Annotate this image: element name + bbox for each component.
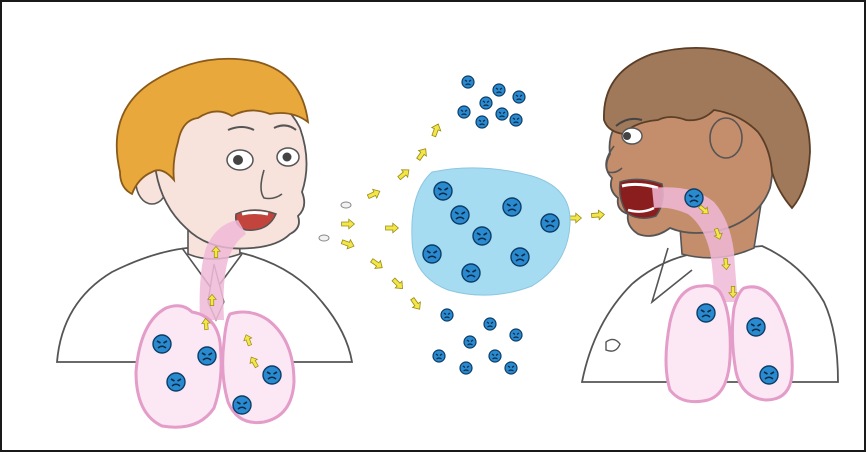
arrow-icon — [414, 146, 429, 162]
left-lung-l — [136, 306, 221, 427]
germ-icon — [505, 362, 517, 374]
germ-icon — [484, 318, 496, 330]
germ-icon — [541, 214, 559, 232]
germ-icon — [423, 245, 441, 263]
germ-icon — [263, 366, 281, 384]
arrow-icon — [396, 166, 412, 182]
germ-icon — [489, 350, 501, 362]
germ-icon — [198, 347, 216, 365]
germ-icon — [473, 227, 491, 245]
droplet-icon — [319, 235, 329, 241]
arrow-icon — [340, 237, 355, 250]
germ-icon — [480, 97, 492, 109]
germ-icon — [747, 318, 765, 336]
germ-icon — [510, 114, 522, 126]
germ-icon — [496, 108, 508, 120]
germ-icon — [462, 264, 480, 282]
germ-icon — [503, 198, 521, 216]
germ-icon — [167, 373, 185, 391]
germ-icon — [451, 206, 469, 224]
left-person — [57, 59, 352, 427]
arrow-icon — [386, 223, 399, 233]
germ-icon — [493, 84, 505, 96]
germ-icon — [233, 396, 251, 414]
germ-icon — [513, 91, 525, 103]
germ-icon — [476, 116, 488, 128]
germ-icon — [434, 182, 452, 200]
arrow-icon — [390, 276, 406, 292]
droplet-icon — [341, 202, 351, 208]
right-ear — [710, 118, 742, 158]
arrow-icon — [342, 219, 355, 229]
arrow-icon — [366, 187, 382, 201]
arrow-icon — [429, 122, 442, 137]
germ-icon — [685, 189, 703, 207]
arrow-icon — [369, 256, 385, 271]
germ-icon — [433, 350, 445, 362]
right-person — [582, 48, 838, 402]
right-lung-l — [666, 286, 730, 402]
germ-icon — [441, 309, 453, 321]
droplet-spread — [319, 76, 605, 374]
germ-icon — [153, 335, 171, 353]
germ-icon — [510, 329, 522, 341]
germ-icon — [460, 362, 472, 374]
germ-icon — [760, 366, 778, 384]
germ-icon — [458, 106, 470, 118]
germ-icon — [697, 304, 715, 322]
germ-icon — [462, 76, 474, 88]
germ-icon — [511, 248, 529, 266]
germ-icon — [464, 336, 476, 348]
arrow-icon — [591, 210, 605, 221]
arrow-icon — [408, 296, 423, 312]
